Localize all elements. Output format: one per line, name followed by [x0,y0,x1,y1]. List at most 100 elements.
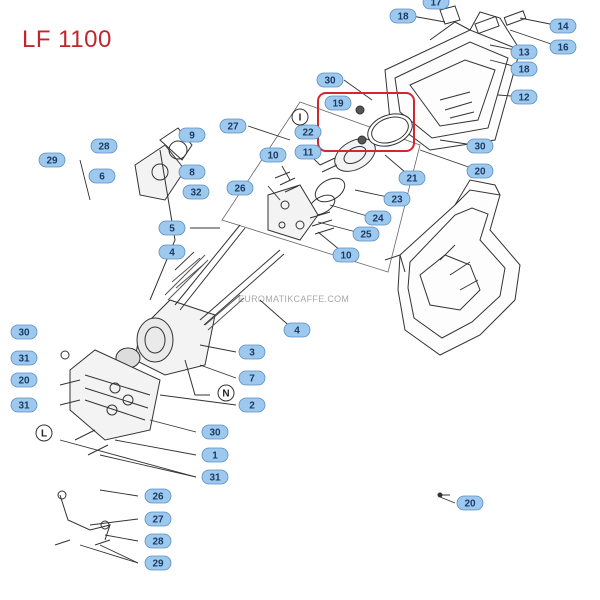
callout-badge [364,210,392,226]
callout-number: 2 [249,401,255,412]
callout-badge [324,95,352,111]
part-number-callout: 28 [90,138,118,154]
callout-badge [422,0,450,10]
part-number-callout: 25 [352,226,380,242]
callout-number: 30 [209,428,221,439]
callout-badge [201,424,229,440]
reference-mark-circle [217,384,235,402]
tray-housing-part [384,179,521,356]
part-number-callout: 13 [510,44,538,60]
callout-number: 3 [249,348,255,359]
callout-badge [10,372,38,388]
callout-badge [549,39,577,55]
callout-badge [332,247,360,263]
callout-badge [316,72,344,88]
callout-badge [294,144,322,160]
callout-badge [144,488,172,504]
pump-body-part [115,149,285,396]
callout-badge [259,147,287,163]
part-number-callout: 2 [238,397,266,413]
callout-number: 21 [406,174,418,185]
reference-mark: L [35,424,53,442]
callout-badge [238,344,266,360]
callout-badge [201,469,229,485]
callout-badge [398,170,426,186]
callout-number: 18 [397,12,409,23]
callout-badge [510,61,538,77]
callout-number: 4 [169,248,175,259]
part-number-callout: 26 [144,488,172,504]
callout-badge [383,191,411,207]
callout-number: 1 [212,451,218,462]
callout-number: 11 [303,148,314,159]
part-number-callout: 14 [549,18,577,34]
reference-mark-circle [35,424,53,442]
part-number-callout: 11 [294,144,322,160]
part-number-callout: 31 [10,397,38,413]
part-number-callout: 7 [238,370,266,386]
inset-parts [134,127,193,201]
callout-number: 25 [360,230,372,241]
callout-badge [10,350,38,366]
part-number-callout: 29 [38,152,66,168]
part-number-callout: 24 [364,210,392,226]
callout-number: 24 [372,214,384,225]
part-number-callout: 12 [510,89,538,105]
callout-number: 31 [209,473,221,484]
callout-number: 13 [518,48,530,59]
callout-number: 22 [302,128,314,139]
part-number-callout: 29 [144,555,172,571]
callout-badge [178,127,206,143]
part-number-callout: 18 [510,61,538,77]
callout-badge [238,370,266,386]
reference-mark-letter: I [299,113,302,124]
callout-badge [182,184,210,200]
callout-number: 6 [99,172,105,183]
callout-badge [389,8,417,24]
part-number-callout: 26 [226,180,254,196]
callout-number: 18 [518,65,530,76]
cylinder-parts [267,138,376,241]
callout-number: 20 [464,499,476,510]
callout-badge [238,397,266,413]
callout-badge [178,164,206,180]
part-number-callout: 21 [398,170,426,186]
part-number-callout: 16 [549,39,577,55]
part-number-callout: 30 [466,138,494,154]
callout-number: 30 [324,76,336,87]
part-number-callout: 30 [316,72,344,88]
model-title: LF 1100 [22,26,112,53]
callout-layer: 1817141613183012271922302021231110262425… [10,0,577,571]
callout-number: 27 [227,122,239,133]
callout-badge [144,533,172,549]
part-number-callout: 27 [219,118,247,134]
callout-badge [510,44,538,60]
callout-badge [466,163,494,179]
callout-number: 16 [557,43,569,54]
callout-badge [201,447,229,463]
callout-number: 32 [190,188,202,199]
callout-number: 14 [557,22,569,33]
part-number-callout: 30 [201,424,229,440]
part-number-callout: 27 [144,511,172,527]
pump-housing-part [384,5,527,151]
callout-number: 26 [234,184,246,195]
callout-badge [510,89,538,105]
callout-number: 17 [430,0,442,9]
part-number-callout: 30 [10,324,38,340]
part-number-callout: 5 [158,220,186,236]
part-number-callout: 31 [201,469,229,485]
callout-badge [226,180,254,196]
callout-number: 29 [46,156,58,167]
callout-number: 27 [152,515,164,526]
callout-badge [144,511,172,527]
part-number-callout: 18 [389,8,417,24]
valve-block-part [59,349,161,456]
part-number-callout: 4 [283,322,311,338]
part-number-callout: 32 [182,184,210,200]
callout-number: 10 [340,251,352,262]
part-number-callout: 4 [158,244,186,260]
reference-mark-letter: N [222,389,229,400]
callout-badge [294,124,322,140]
